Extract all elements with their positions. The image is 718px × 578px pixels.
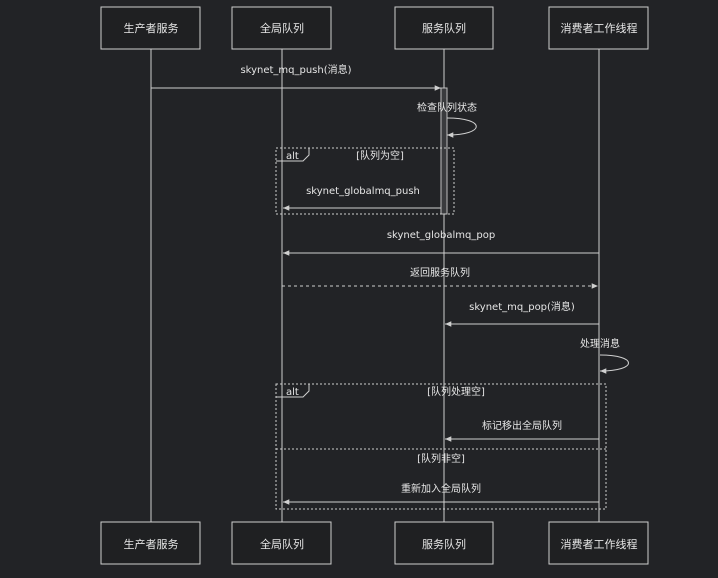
participant-service-queue-label: 服务队列 <box>422 21 466 35</box>
message-8-label: 标记移出全局队列 <box>482 419 562 432</box>
message-4: skynet_globalmq_pop <box>283 230 599 256</box>
alt-1-guard: [队列为空] <box>356 149 404 162</box>
message-5-label: 返回服务队列 <box>410 266 470 279</box>
participant-service-queue-bottom: 服务队列 <box>394 521 494 565</box>
message-7-self: 处理消息 <box>580 337 629 374</box>
participant-global-queue-label: 全局队列 <box>260 21 304 35</box>
participant-service-queue-label-bottom: 服务队列 <box>422 537 466 551</box>
alt-2-tag: alt <box>286 387 299 398</box>
participant-global-queue-bottom: 全局队列 <box>231 521 332 565</box>
participant-producer-label: 生产者服务 <box>124 21 179 35</box>
message-3-label: skynet_globalmq_push <box>306 186 420 197</box>
message-1: skynet_mq_push(消息) <box>151 63 441 91</box>
message-2-self: 检查队列状态 <box>417 101 477 138</box>
message-9: 重新加入全局队列 <box>283 482 599 505</box>
participant-producer-bottom: 生产者服务 <box>100 521 201 565</box>
alt-1-tag: alt <box>286 151 299 162</box>
message-1-label: skynet_mq_push(消息) <box>240 63 351 76</box>
participant-consumer-label: 消费者工作线程 <box>561 21 638 35</box>
message-8: 标记移出全局队列 <box>445 419 599 442</box>
message-5: 返回服务队列 <box>282 266 598 289</box>
participant-producer-label-bottom: 生产者服务 <box>124 537 179 551</box>
message-6-label: skynet_mq_pop(消息) <box>469 300 575 313</box>
alt-2-guard: [队列处理空] <box>427 385 485 398</box>
participant-consumer-label-bottom: 消费者工作线程 <box>561 537 638 551</box>
alt-fragment-1: alt [队列为空] <box>275 147 455 215</box>
participant-global-queue-label-bottom: 全局队列 <box>260 537 304 551</box>
message-9-label: 重新加入全局队列 <box>401 482 481 495</box>
message-2-label: 检查队列状态 <box>417 101 477 114</box>
message-3: skynet_globalmq_push <box>283 186 441 211</box>
message-6: skynet_mq_pop(消息) <box>445 300 599 327</box>
participant-producer-top: 生产者服务 <box>100 6 201 50</box>
message-4-label: skynet_globalmq_pop <box>387 230 495 241</box>
message-7-label: 处理消息 <box>580 337 620 350</box>
alt-fragment-2: alt [队列处理空] [队列非空] <box>275 383 607 510</box>
participant-consumer-bottom: 消费者工作线程 <box>548 521 649 565</box>
participant-service-queue-top: 服务队列 <box>394 6 494 50</box>
alt-2-else-guard: [队列非空] <box>417 452 465 465</box>
participant-consumer-top: 消费者工作线程 <box>548 6 649 50</box>
participant-global-queue-top: 全局队列 <box>231 6 332 50</box>
